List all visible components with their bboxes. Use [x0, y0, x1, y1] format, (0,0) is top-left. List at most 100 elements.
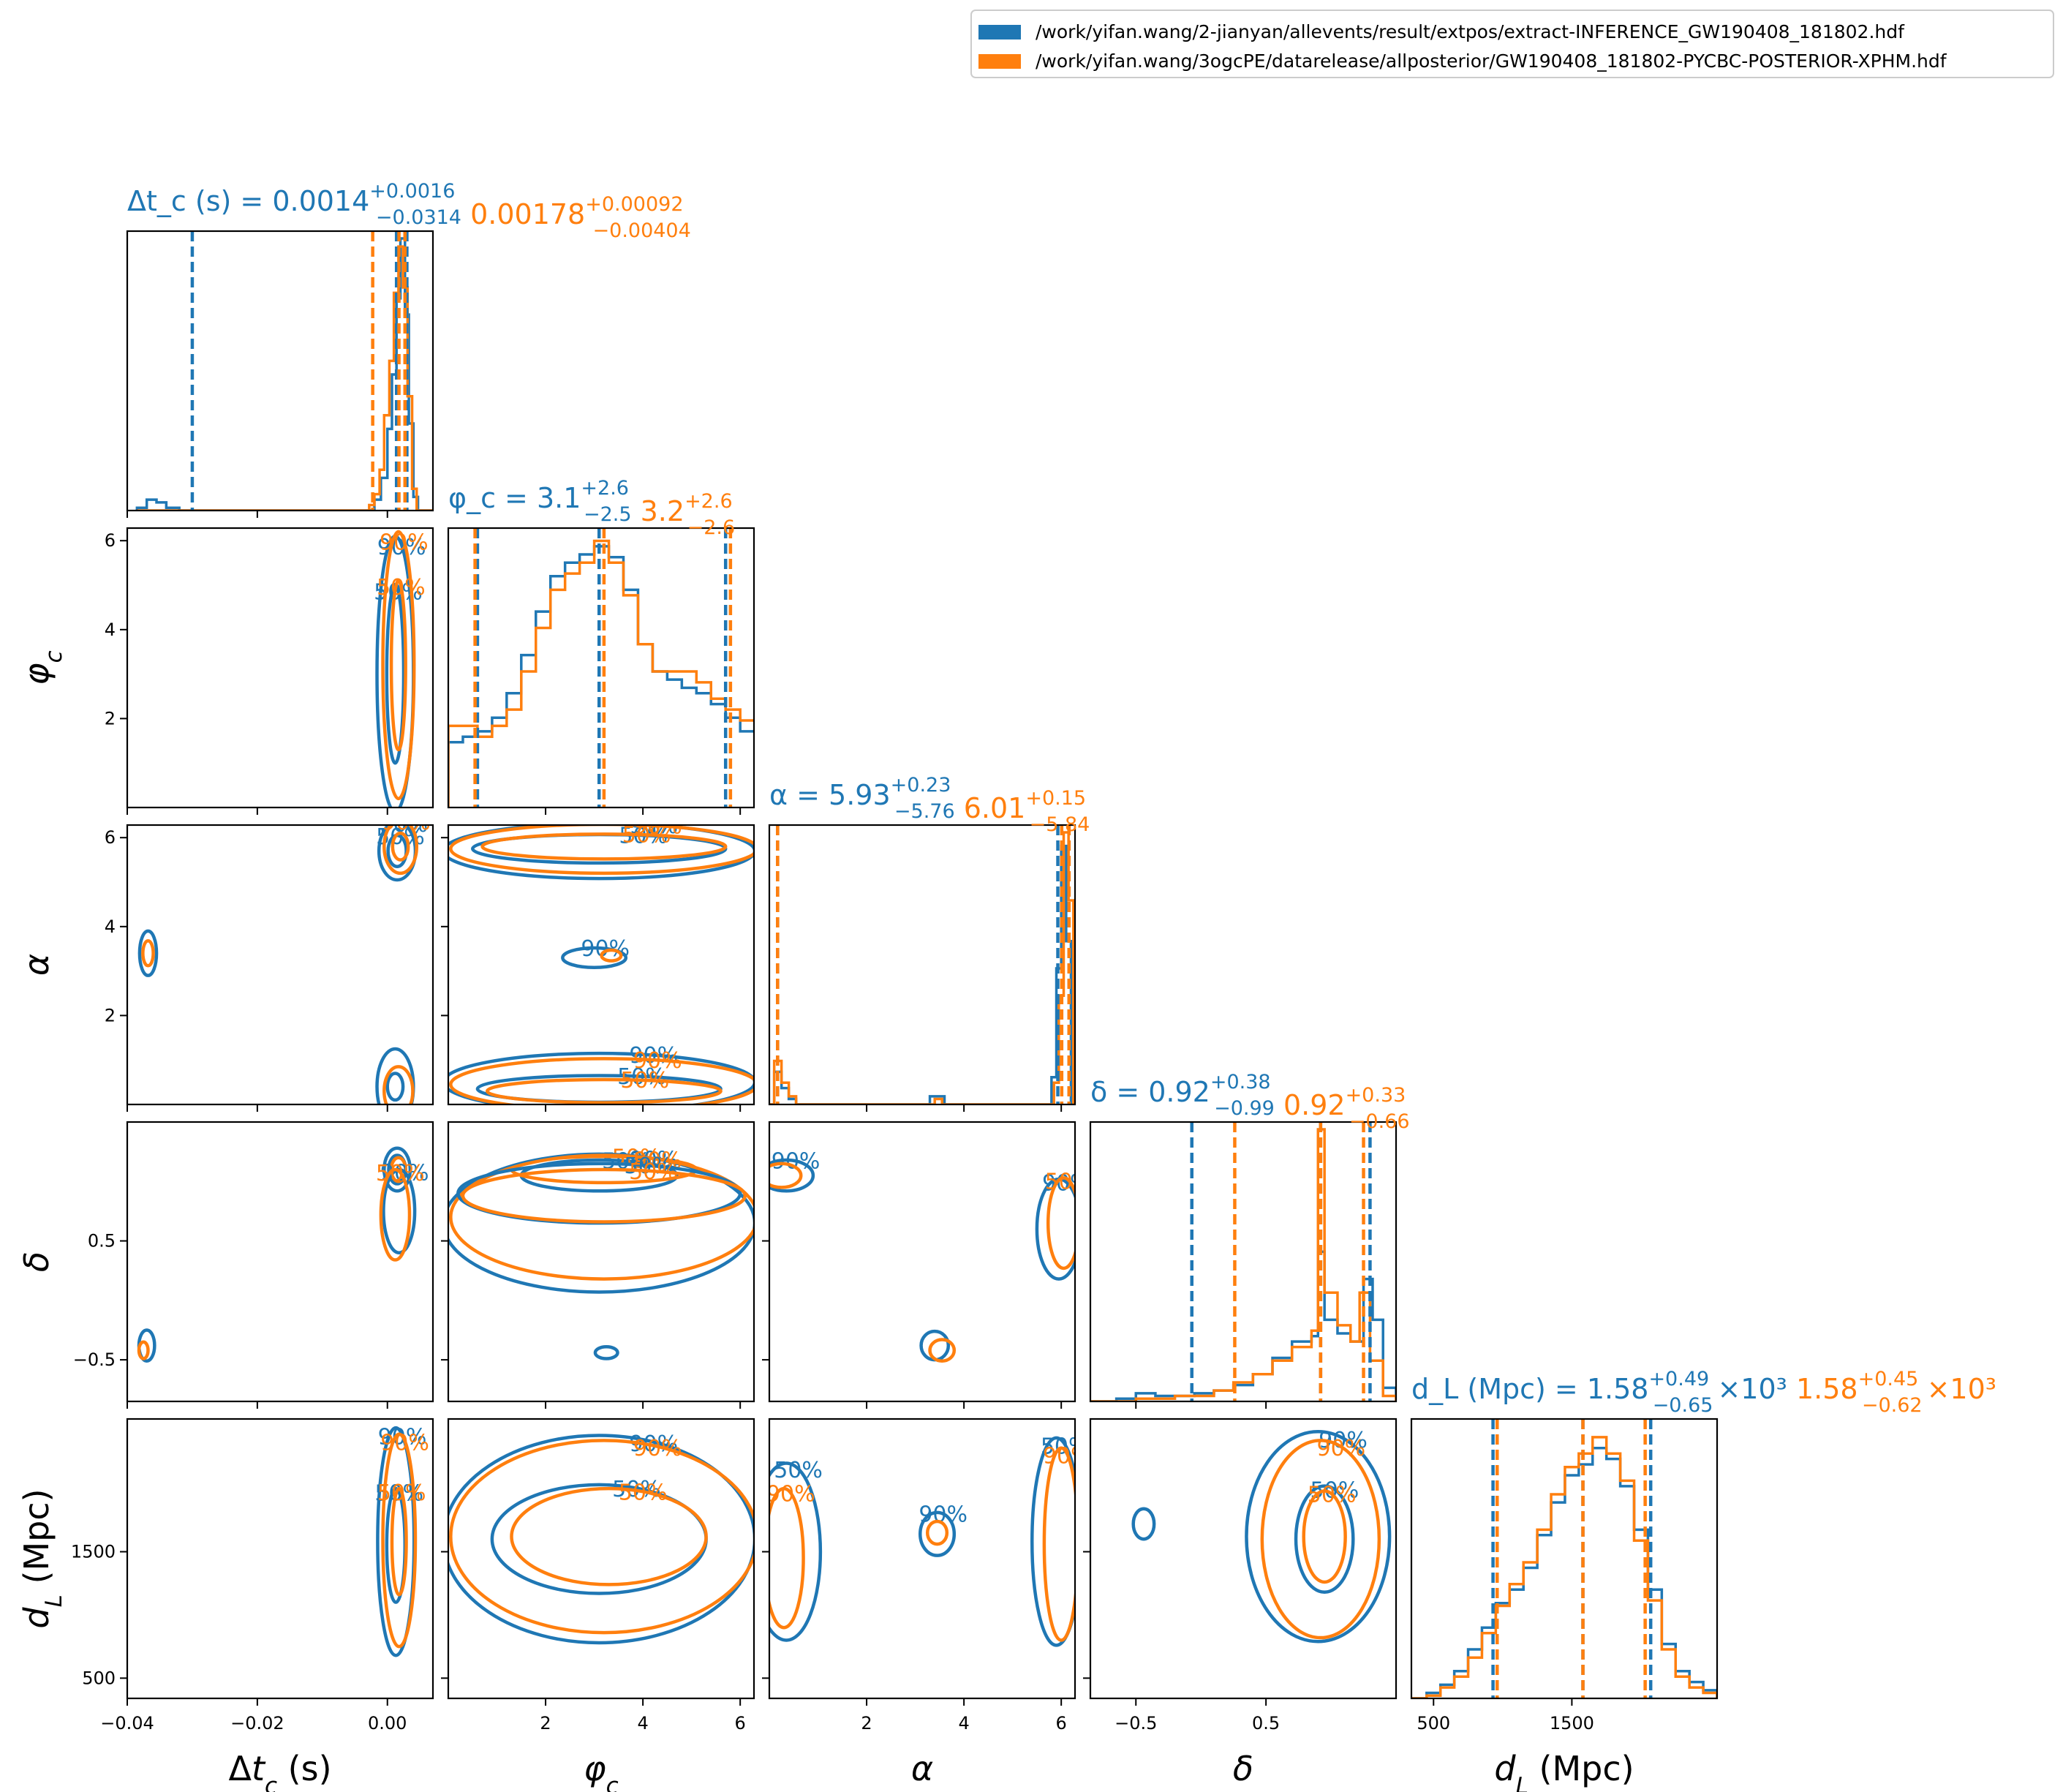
- contour-label: 50%: [624, 1153, 673, 1179]
- contour-90%: [381, 530, 416, 801]
- y-tick-label: 0.5: [88, 1231, 116, 1251]
- contour-label: 50%: [376, 1161, 425, 1186]
- contour-label: 50%: [622, 823, 671, 848]
- contour-level: [925, 1519, 949, 1546]
- x-tick-label: 500: [1417, 1713, 1450, 1733]
- panel-frame: [768, 1418, 1076, 1700]
- x-axis-label-delta: δ: [1233, 1749, 1253, 1788]
- contour-90%: [769, 1486, 805, 1630]
- contour-level: [391, 831, 410, 862]
- panel-frame: [768, 824, 1076, 1106]
- hist-series-1: [1090, 1128, 1396, 1401]
- contour-label: 90%: [766, 1482, 815, 1507]
- contour-90%: [449, 825, 754, 876]
- panel-content: [1411, 1419, 1717, 1698]
- contour-level: [769, 1162, 803, 1189]
- hist-series-1: [769, 831, 1075, 1104]
- panel-content: 90%50%: [137, 1146, 429, 1363]
- y-tick-label: 6: [105, 827, 116, 848]
- contour-90%: [918, 1510, 957, 1557]
- contour-level: [137, 1340, 150, 1360]
- summary-title-delta: δ = 0.92+0.38−0.99 0.92+0.33−0.66: [1090, 1071, 1410, 1133]
- panel-frame: [126, 527, 434, 809]
- contour-level: [382, 1065, 415, 1104]
- hist-panel-dl: 500 1500: [1410, 1418, 1719, 1733]
- contour-90%: [449, 1439, 754, 1635]
- contour-90%: [1042, 1446, 1075, 1642]
- x-tick-label: −0.04: [100, 1713, 154, 1733]
- pair-panel-phic-alpha: 50%90%50%90%90%50%90%50%90%: [441, 823, 755, 1112]
- y-tick-label: 500: [82, 1668, 116, 1688]
- pair-panel-phic-delta: 50%50%90%90%50%50%: [441, 1121, 755, 1409]
- contour-50%: [1294, 1484, 1355, 1595]
- x-axis-label-dl: dL (Mpc): [1494, 1749, 1634, 1792]
- panel-content: 90%90%50%50%: [1131, 1428, 1392, 1644]
- y-axis-label-text: δ: [17, 1251, 56, 1272]
- hist-series-0: [135, 237, 433, 511]
- panel-frame: [1410, 1418, 1719, 1700]
- panel-content: 50%90%50%90%: [374, 530, 429, 807]
- contour-90%: [382, 825, 419, 876]
- contour-50%: [1046, 1176, 1075, 1270]
- contour-50%: [389, 579, 407, 752]
- y-tick-label: 2: [105, 708, 116, 729]
- y-axis-label-text: α: [17, 954, 56, 976]
- panel-content: [1090, 1122, 1396, 1401]
- panel-content: 50%90%90%: [137, 825, 431, 1104]
- contour-50%: [510, 1486, 708, 1586]
- contour-label: 90%: [772, 1149, 821, 1175]
- pair-panel-dtc-alpha: 50%90%90%246: [105, 824, 434, 1112]
- hist-panel-alpha: [768, 824, 1076, 1112]
- contour-level: [593, 1344, 619, 1360]
- contour-50%: [769, 1461, 823, 1642]
- contour-label: 90%: [380, 530, 429, 556]
- contour-90%: [448, 825, 754, 881]
- x-axis-label-phic: φc: [584, 1749, 618, 1792]
- contour-label: 50%: [774, 1458, 823, 1483]
- contour-50%: [480, 832, 728, 861]
- panel-content: 50%90%90%50%90%: [766, 1434, 1075, 1647]
- legend-frame: [970, 10, 2054, 78]
- contour-level: [382, 1146, 412, 1193]
- y-tick-label: −0.5: [73, 1349, 116, 1370]
- legend-swatch: [978, 25, 1021, 39]
- panel-frame: [126, 824, 434, 1106]
- contour-label: 50%: [1045, 1169, 1094, 1194]
- x-tick-label: −0.02: [230, 1713, 284, 1733]
- panel-frame: [1089, 1418, 1398, 1700]
- x-axis-label-dtc: Δtc (s): [228, 1749, 331, 1792]
- panel-content: 50%50%90%90%50%50%: [448, 1145, 754, 1360]
- hist-series-0: [769, 844, 1075, 1104]
- contour-90%: [449, 1153, 754, 1281]
- hist-panel-delta: [1089, 1121, 1398, 1409]
- contour-90%: [769, 1158, 815, 1193]
- pair-panel-dtc-phic: 50%90%50%90%246: [105, 527, 434, 815]
- hist-series-1: [137, 245, 433, 511]
- x-tick-label: 0.5: [1252, 1713, 1280, 1733]
- panel-content: 50%90%50%90%: [448, 1431, 754, 1645]
- hist-panel-dtc: [126, 230, 434, 518]
- legend: /work/yifan.wang/2-jianyan/allevents/res…: [970, 10, 2054, 78]
- contour-level: [385, 1072, 405, 1102]
- summary-title-dtc: Δt_c (s) = 0.0014+0.0016−0.0314 0.00178+…: [127, 180, 691, 242]
- x-tick-label: 1500: [1550, 1713, 1594, 1733]
- pair-panel-alpha-delta: 90%90%50%: [762, 1121, 1094, 1409]
- hist-series-0: [448, 545, 754, 807]
- panel-frame: [1089, 1121, 1398, 1403]
- contour-label: 50%: [619, 1480, 668, 1505]
- hist-series-1: [448, 539, 754, 807]
- contour-level: [375, 1047, 415, 1104]
- legend-label: /work/yifan.wang/3ogcPE/datarelease/allp…: [1036, 50, 1947, 72]
- contour-level: [928, 1338, 957, 1363]
- panel-frame: [447, 527, 755, 809]
- y-axis-label-alpha: α: [17, 954, 56, 976]
- summary-title-dl: d_L (Mpc) = 1.58+0.49−0.65×10³ 1.58+0.45…: [1411, 1368, 1996, 1417]
- y-axis-label-dl: dL (Mpc): [17, 1488, 67, 1628]
- y-tick-label: 6: [105, 530, 116, 551]
- panel-frame: [126, 1121, 434, 1403]
